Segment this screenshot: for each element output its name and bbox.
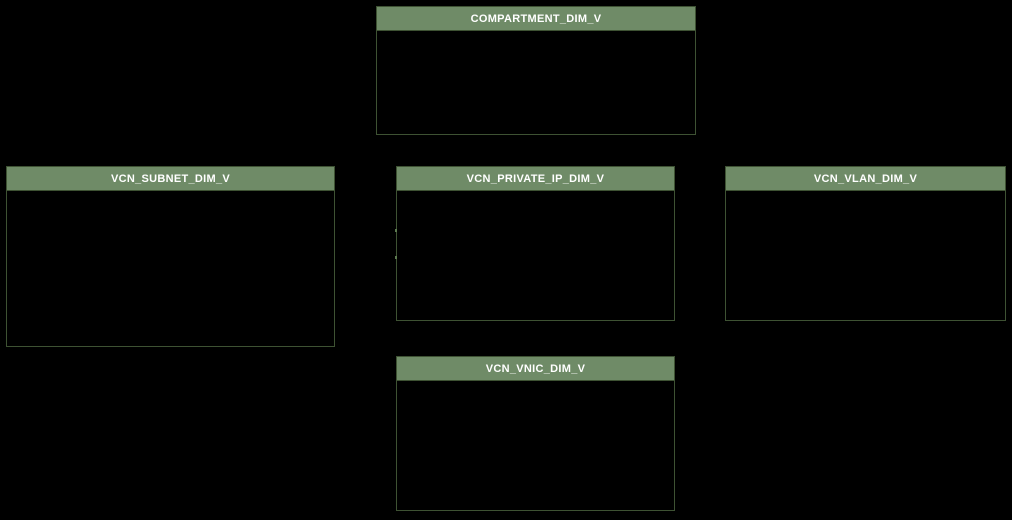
- table-header: VCN_VLAN_DIM_V: [726, 167, 1005, 191]
- table-title: VCN_SUBNET_DIM_V: [110, 172, 231, 185]
- table-node-compartment-dim-v[interactable]: COMPARTMENT_DIM_V: [376, 6, 696, 135]
- connector-anchor-tick: [395, 256, 397, 259]
- table-node-vcn-vlan-dim-v[interactable]: VCN_VLAN_DIM_V: [725, 166, 1006, 321]
- table-body: [726, 191, 1005, 320]
- table-title: VCN_PRIVATE_IP_DIM_V: [466, 172, 605, 185]
- connector-anchor-tick: [395, 229, 397, 232]
- table-title: VCN_VNIC_DIM_V: [485, 362, 586, 375]
- table-node-vcn-private-ip-dim-v[interactable]: VCN_PRIVATE_IP_DIM_V: [396, 166, 675, 321]
- table-body: [7, 191, 334, 346]
- table-body: [397, 191, 674, 320]
- table-body: [397, 381, 674, 510]
- table-title: COMPARTMENT_DIM_V: [470, 12, 602, 25]
- table-title: VCN_VLAN_DIM_V: [813, 172, 918, 185]
- table-node-vcn-subnet-dim-v[interactable]: VCN_SUBNET_DIM_V: [6, 166, 335, 347]
- table-header: VCN_PRIVATE_IP_DIM_V: [397, 167, 674, 191]
- table-header: COMPARTMENT_DIM_V: [377, 7, 695, 31]
- table-header: VCN_VNIC_DIM_V: [397, 357, 674, 381]
- table-node-vcn-vnic-dim-v[interactable]: VCN_VNIC_DIM_V: [396, 356, 675, 511]
- table-body: [377, 31, 695, 134]
- table-header: VCN_SUBNET_DIM_V: [7, 167, 334, 191]
